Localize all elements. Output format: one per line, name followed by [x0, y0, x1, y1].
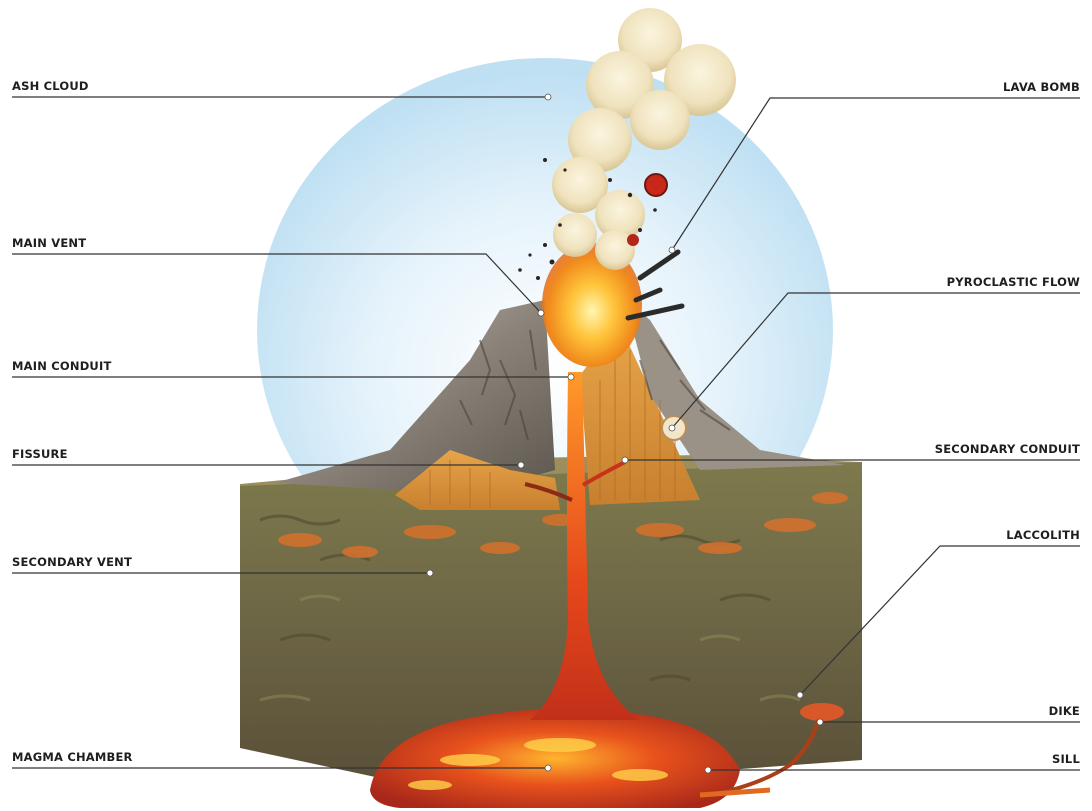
label-main-vent: MAIN VENT — [12, 236, 86, 250]
lava-bomb-blob-small — [627, 234, 639, 246]
label-secondary-vent: SECONDARY VENT — [12, 555, 132, 569]
laccolith — [800, 703, 844, 721]
label-laccolith: LACCOLITH — [1006, 528, 1080, 542]
label-ash-cloud: ASH CLOUD — [12, 79, 89, 93]
label-pyroclastic-flow: PYROCLASTIC FLOW — [947, 275, 1080, 289]
label-main-conduit: MAIN CONDUIT — [12, 359, 112, 373]
label-dike: DIKE — [1049, 704, 1080, 718]
label-fissure: FISSURE — [12, 447, 68, 461]
label-lava-bomb: LAVA BOMB — [1003, 80, 1080, 94]
lava-bomb-blob — [645, 174, 667, 196]
label-sill: SILL — [1052, 752, 1080, 766]
label-magma-chamber: MAGMA CHAMBER — [12, 750, 133, 764]
label-secondary-conduit: SECONDARY CONDUIT — [935, 442, 1080, 456]
